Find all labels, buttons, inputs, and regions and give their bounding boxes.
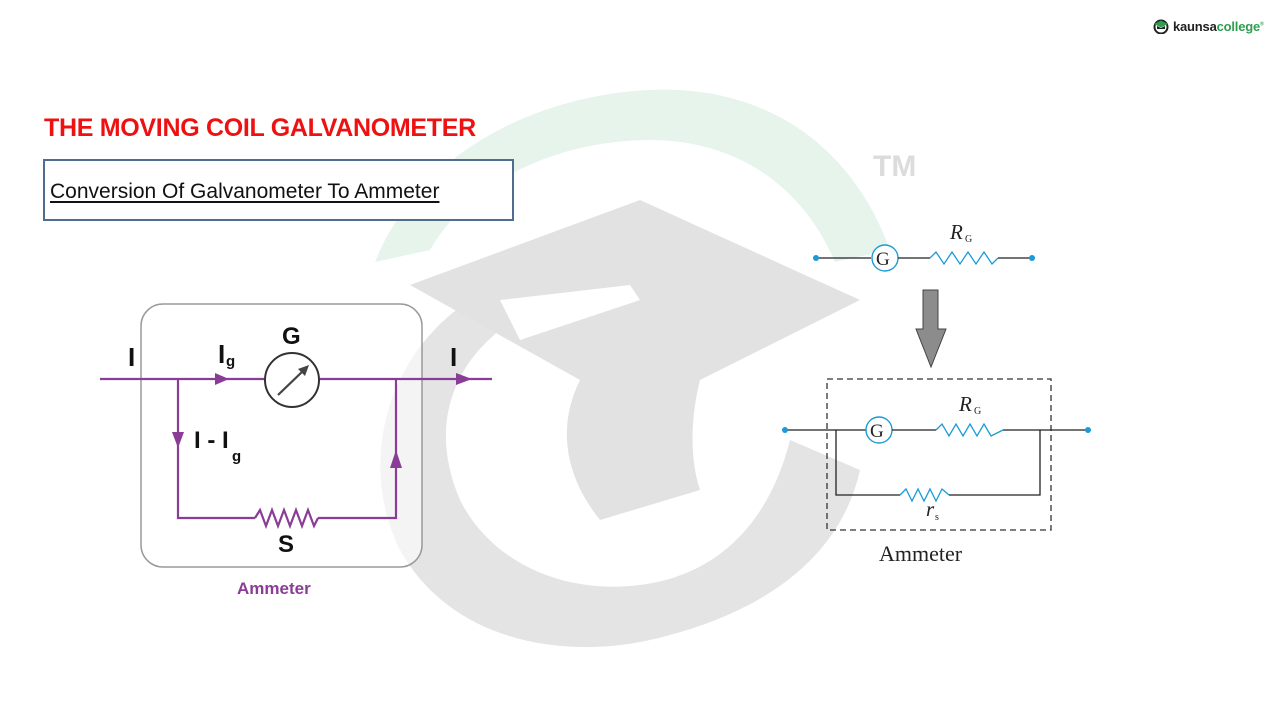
subtitle-box: Conversion Of Galvanometer To Ammeter: [43, 159, 514, 221]
ammeter-caption-left: Ammeter: [237, 579, 311, 598]
ammeter-dashed-enclosure: [826, 378, 1052, 531]
shunt-resistor-right: [899, 487, 950, 503]
shunt-resistor: [254, 506, 319, 530]
bottom-left-terminal: [782, 427, 788, 433]
top-resistor-label: R: [949, 220, 963, 244]
top-galvanometer-resistor: [929, 250, 999, 266]
logo-registered-mark: ®: [1260, 21, 1264, 28]
logo-text-kaunsa: kaunsa: [1173, 18, 1217, 34]
bottom-right-terminal: [1085, 427, 1091, 433]
ammeter-enclosure: [140, 303, 423, 568]
shunt-resistance-subscript: s: [935, 512, 939, 523]
shunt-label: S: [278, 531, 294, 558]
galvanometer-current-arrow: [215, 373, 229, 385]
ammeter-caption-right: Ammeter: [879, 541, 963, 566]
top-resistor-subscript: G: [965, 234, 972, 245]
ammeter-circuit: G R G r s Ammeter: [782, 378, 1091, 566]
bottom-galvanometer-label: G: [870, 421, 884, 442]
galvanometer-current-subscript: g: [226, 353, 235, 370]
output-current-label: I: [450, 342, 457, 372]
input-current-label: I: [128, 342, 135, 372]
ammeter-circuit-diagram-left: I I g G I I - I g S Ammeter: [100, 303, 492, 598]
galvanometer-symbol: [264, 352, 320, 408]
top-right-terminal: [1029, 255, 1035, 261]
watermark-gray-cap: [410, 200, 860, 520]
bottom-galvanometer-resistor: [935, 422, 1004, 438]
watermark-gray-ring: [380, 300, 860, 648]
output-current-arrow: [456, 373, 472, 385]
ammeter-circuit-diagram-right: G R G G R G r s Ammeter: [782, 220, 1091, 566]
shunt-return-wire: [318, 379, 398, 520]
shunt-branch-wire: [176, 379, 255, 520]
page-title: THE MOVING COIL GALVANOMETER: [44, 114, 476, 142]
logo-text-college: college: [1216, 18, 1261, 34]
galvanometer-label: G: [282, 323, 301, 350]
galvanometer-needle: [277, 369, 305, 396]
watermark-green-arc: [375, 89, 890, 262]
shunt-right-wire: [949, 430, 1041, 496]
watermark-cap-slit: [500, 285, 640, 340]
galvanometer-needle-head: [298, 365, 309, 376]
shunt-current-arrow-up: [390, 450, 402, 468]
top-left-terminal: [813, 255, 819, 261]
shunt-current-label: I - I: [194, 427, 229, 454]
bottom-resistor-subscript: G: [974, 406, 981, 417]
shunt-current-subscript: g: [232, 448, 241, 465]
watermark-trademark: TM: [873, 150, 916, 183]
galvanometer-series-circuit: G R G: [813, 220, 1035, 272]
subtitle: Conversion Of Galvanometer To Ammeter: [50, 180, 440, 203]
bottom-resistor-label: R: [958, 392, 972, 416]
graduation-cap-icon: [1153, 19, 1169, 34]
conversion-down-arrow: [915, 289, 947, 369]
shunt-current-arrow-down: [172, 432, 184, 448]
logo-text: kaunsacollege®: [1173, 19, 1264, 34]
shunt-resistance-label: r: [926, 497, 935, 521]
kaunsacollege-logo[interactable]: kaunsacollege®: [1152, 18, 1264, 34]
shunt-left-wire: [835, 430, 900, 496]
galvanometer-current-label: I: [218, 339, 225, 369]
top-galvanometer-label: G: [876, 249, 890, 270]
